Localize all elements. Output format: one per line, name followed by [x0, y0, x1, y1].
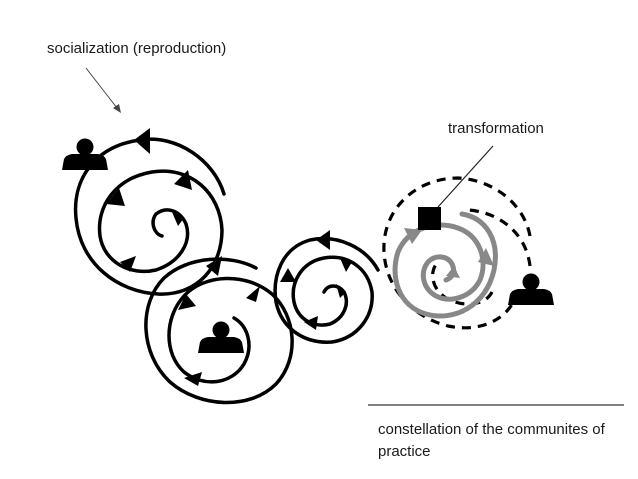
arrowhead-icon — [120, 256, 136, 272]
spiral-transformation-grey — [392, 211, 498, 319]
arrowhead-icon — [106, 188, 125, 206]
arrowhead-icon — [174, 170, 192, 190]
arrowhead-icon — [246, 286, 260, 302]
arrowhead-icon — [478, 248, 494, 266]
socialization-pointer — [85, 67, 121, 113]
spiral-arrowheads-grey — [404, 228, 494, 278]
person-icon — [508, 273, 554, 305]
socialization-label: socialization (reproduction) — [47, 40, 227, 57]
arrowhead-icon — [340, 258, 352, 272]
arrowhead-icon — [304, 316, 318, 330]
spiral-arrowheads-middle — [280, 230, 352, 330]
square-marker-icon — [418, 207, 441, 230]
person-icon — [198, 321, 244, 353]
arrowhead-icon — [446, 266, 460, 278]
arrowhead-icon — [404, 228, 422, 244]
arrowhead-icon — [184, 372, 202, 386]
constellation-label: constellation of the communites of pract… — [378, 421, 605, 460]
transformation-pointer — [437, 145, 494, 208]
spiral-transformation-dashed — [382, 176, 532, 330]
arrowhead-icon — [316, 230, 330, 250]
arrowhead-icon — [336, 284, 346, 298]
spiral-arrowheads-bottom — [178, 256, 260, 386]
arrowhead-icon — [134, 128, 150, 154]
arrowhead-icon — [178, 294, 196, 310]
arrowhead-icon — [206, 256, 222, 276]
transformation-label: transformation — [448, 120, 544, 137]
arrowhead-icon — [172, 212, 184, 226]
spiral-socialization-bottom — [144, 257, 294, 405]
arrowhead-icon — [280, 268, 296, 282]
spiral-middle — [273, 236, 380, 344]
spiral-arrowheads-top — [106, 128, 192, 272]
